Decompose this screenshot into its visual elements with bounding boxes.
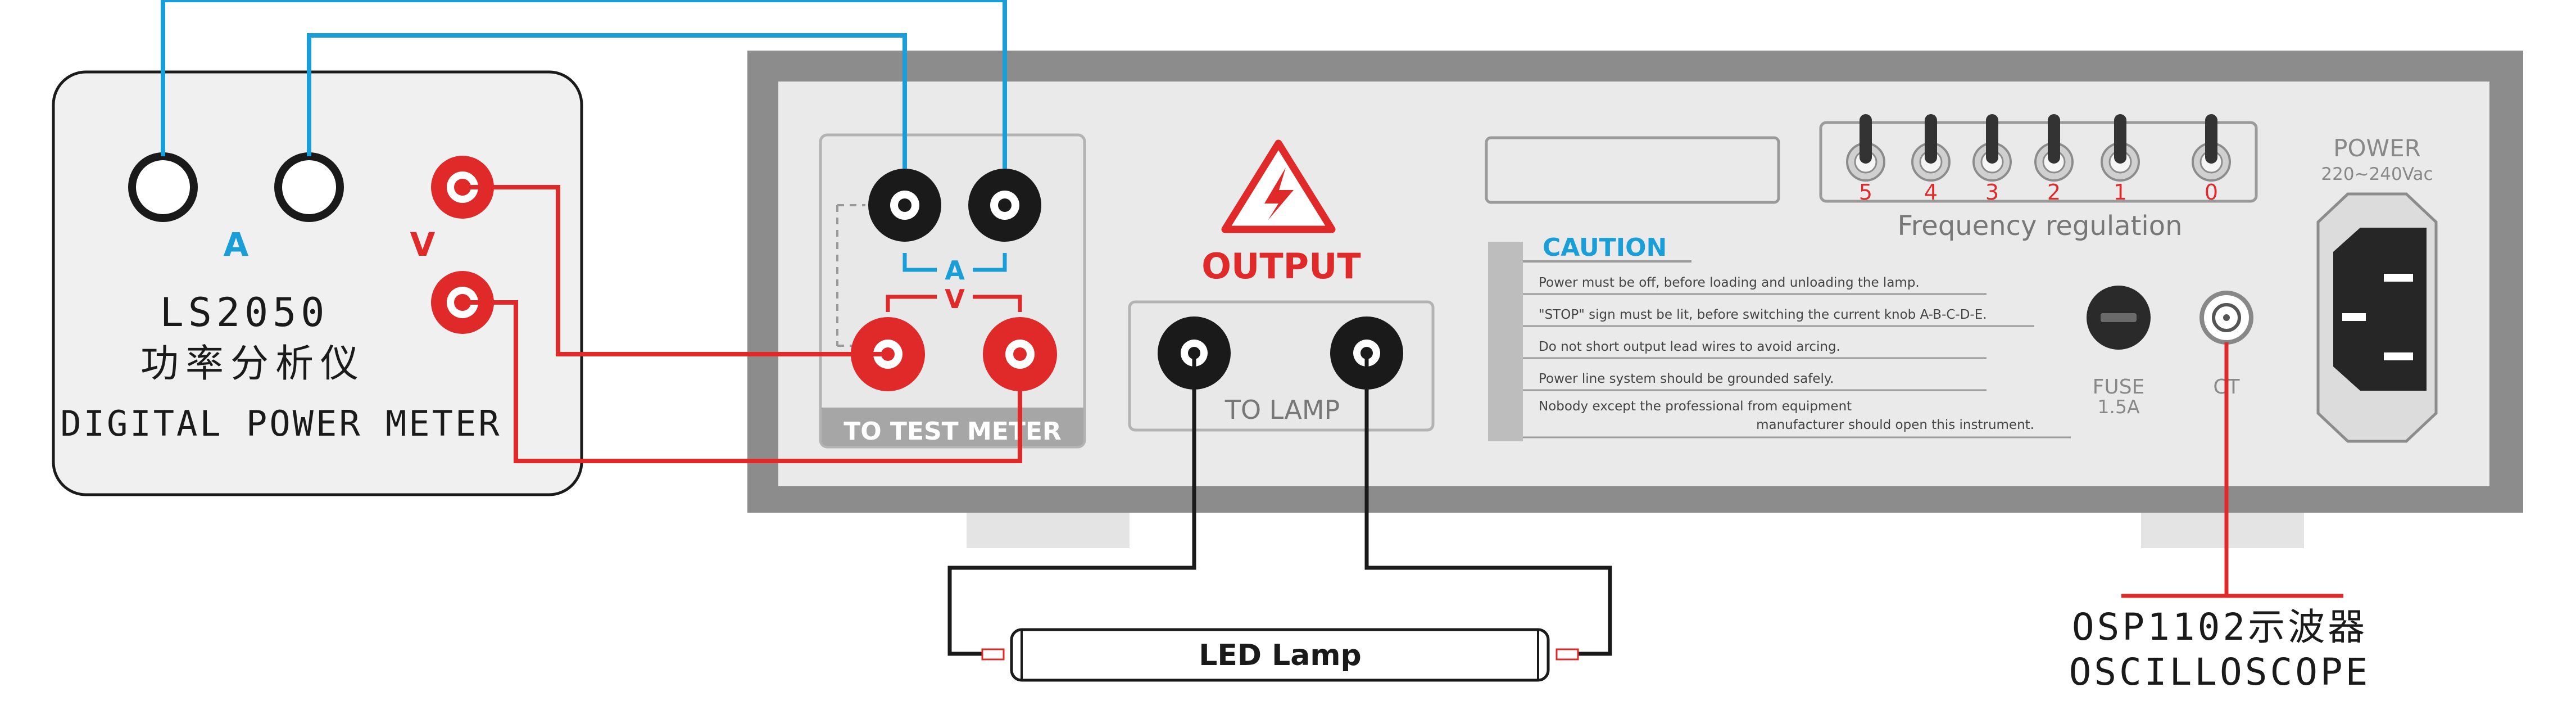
frequency-title: Frequency regulation — [1897, 210, 2182, 242]
frequency-switch-4[interactable] — [1911, 114, 1951, 182]
switch-lever — [1986, 114, 1998, 164]
frequency-regulation: 5 4 3 2 1 0 Frequency regulation — [1819, 114, 2258, 242]
frequency-number: 4 — [1924, 180, 1938, 205]
oscilloscope-model: OSP1102示波器 — [2072, 605, 2368, 649]
lamp-label: LED Lamp — [1199, 639, 1362, 672]
frequency-switch-5[interactable] — [1846, 114, 1885, 182]
frequency-switch-0[interactable] — [2192, 114, 2231, 182]
frequency-number: 2 — [2047, 180, 2061, 205]
caution-title: CAUTION — [1543, 233, 1667, 262]
wires — [161, 0, 2343, 656]
frequency-switch-1[interactable] — [2101, 114, 2140, 182]
digital-power-meter: A V LS2050 功率分析仪 DIGITAL POWER METER — [52, 70, 583, 496]
switch-lever — [2205, 114, 2217, 164]
meter-chinese-name: 功率分析仪 — [140, 342, 365, 386]
caution-line-3: Do not short output lead wires to avoid … — [1539, 340, 1840, 354]
meter-label-a: A — [224, 225, 249, 264]
test-meter-a-terminal-2-pin — [998, 198, 1012, 212]
fuse-section: FUSE 1.5A — [2087, 286, 2151, 418]
power-voltage: 220~240Vac — [2321, 164, 2433, 184]
caution-side-bar — [1488, 242, 1523, 441]
frequency-number: 1 — [2114, 180, 2127, 205]
red-wire-v1 — [462, 185, 888, 356]
output-title: OUTPUT — [1201, 246, 1360, 287]
test-meter-label-a: A — [945, 255, 965, 286]
switch-lever — [2048, 114, 2060, 164]
lamp-output-label: TO LAMP — [1224, 395, 1340, 425]
switch-lever — [1925, 114, 1937, 164]
test-meter-footer: TO TEST METER — [843, 417, 1062, 446]
display-window — [1485, 136, 1780, 204]
led-lamp: LED Lamp — [981, 628, 1579, 682]
ct-section: CT — [2199, 291, 2253, 399]
test-meter-v-terminal-2-pin — [1013, 347, 1027, 361]
black-wire-lamp-1 — [947, 353, 1196, 656]
test-meter-panel: TO TEST METER A V — [819, 133, 1086, 449]
fuse-slot — [2101, 313, 2137, 322]
a-bracket-gap — [937, 256, 973, 281]
meter-model: LS2050 — [160, 290, 329, 336]
ct-connector-pin — [2223, 314, 2230, 321]
frequency-number: 3 — [1985, 180, 1999, 205]
oscilloscope-label: OSP1102示波器 OSCILLOSCOPE — [2069, 605, 2371, 694]
frequency-switch-2[interactable] — [2034, 114, 2074, 182]
lamp-pin-left — [981, 648, 1005, 661]
caution-line-4: Power line system should be grounded saf… — [1539, 372, 1834, 386]
blue-wire-a2 — [307, 33, 907, 169]
caution-line-5: Nobody except the professional from equi… — [1539, 399, 1852, 414]
v-bracket-gap — [937, 286, 973, 311]
test-meter-label-v: V — [945, 284, 965, 314]
switch-lever — [1860, 114, 1872, 164]
caution-section: CAUTION Power must be off, before loadin… — [1488, 233, 2071, 441]
test-meter-a-terminal-1-pin — [898, 198, 911, 212]
power-pin-earth — [2342, 313, 2366, 321]
caution-line-6: manufacturer should open this instrument… — [1756, 418, 2034, 432]
power-pin-live — [2384, 274, 2413, 282]
power-label: POWER — [2333, 134, 2421, 162]
caution-line-2: "STOP" sign must be lit, before switchin… — [1539, 307, 1987, 322]
fuse-rating: 1.5A — [2097, 396, 2139, 418]
meter-label-v: V — [410, 225, 436, 264]
black-wire-lamp-2 — [1364, 353, 1612, 656]
power-pin-neutral — [2384, 352, 2413, 360]
meter-english-name: DIGITAL POWER METER — [60, 403, 501, 444]
meter-a-terminal-1 — [128, 152, 198, 222]
lamp-tube — [1010, 628, 1550, 682]
frequency-number: 5 — [1859, 180, 1872, 205]
red-wire-v2 — [462, 300, 1022, 463]
power-inlet-socket[interactable] — [2333, 228, 2427, 391]
lightning-bolt-icon — [1264, 168, 1294, 220]
oscilloscope-name: OSCILLOSCOPE — [2069, 650, 2371, 694]
lamp-pin-right — [1555, 648, 1579, 661]
caution-line-1: Power must be off, before loading and un… — [1539, 275, 1920, 290]
frequency-number: 0 — [2205, 180, 2218, 205]
power-section: POWER 220~240Vac — [2316, 134, 2438, 443]
fuse-label: FUSE — [2093, 376, 2145, 399]
frequency-switches[interactable] — [1846, 114, 2231, 182]
blue-wire-a1 — [161, 0, 1007, 169]
frequency-switch-3[interactable] — [1972, 114, 2012, 182]
meter-a-terminal-2 — [274, 152, 344, 222]
output-section: OUTPUT TO LAMP — [1128, 139, 1435, 432]
switch-lever — [2114, 114, 2126, 164]
